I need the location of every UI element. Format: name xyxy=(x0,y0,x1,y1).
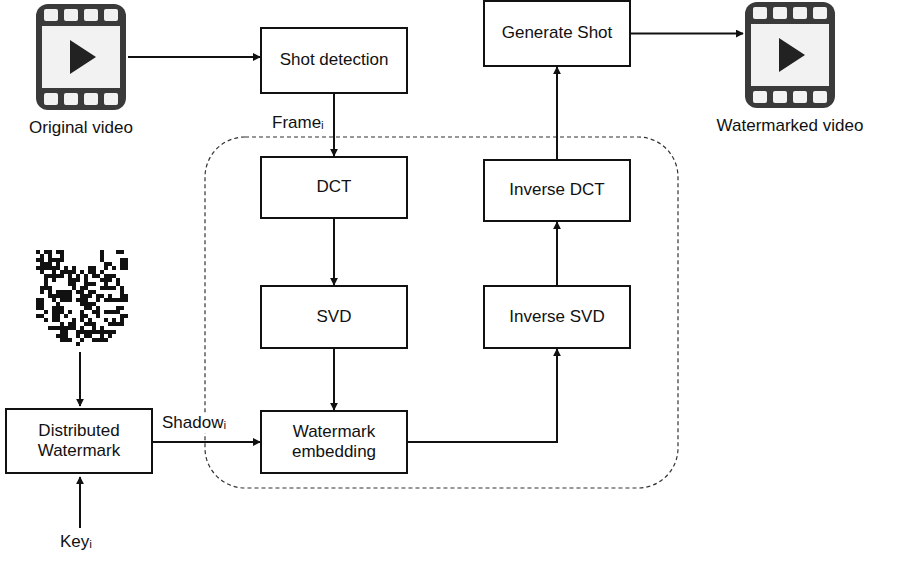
flow-arrow xyxy=(128,56,260,58)
box-label: Generate Shot xyxy=(502,23,613,43)
video-caption: Original video xyxy=(29,118,133,138)
process-box: Shot detection xyxy=(260,27,408,94)
flow-arrow xyxy=(333,349,335,410)
box-label: Inverse DCT xyxy=(509,180,604,200)
watermark-image xyxy=(36,250,128,346)
box-label: Shot detection xyxy=(280,50,389,70)
edge-label: Frameᵢ xyxy=(270,113,326,133)
key-label: Keyᵢ xyxy=(58,532,94,552)
box-label: DCT xyxy=(317,177,352,197)
box-label: Distributed Watermark xyxy=(15,421,143,462)
box-label: SVD xyxy=(317,307,352,327)
video-icon xyxy=(743,0,837,110)
image-arrow xyxy=(79,352,81,406)
flow-arrow xyxy=(153,441,260,443)
video-caption: Watermarked video xyxy=(717,116,864,136)
dashed-region xyxy=(205,137,678,488)
video-icon xyxy=(34,2,128,112)
process-box: Watermark embedding xyxy=(260,410,408,474)
process-box: SVD xyxy=(260,285,408,349)
process-box: DCT xyxy=(260,156,408,219)
video-icon-node: Original video xyxy=(5,2,157,138)
box-label: Inverse SVD xyxy=(509,307,604,327)
flow-arrow xyxy=(631,33,743,35)
flow-arrow xyxy=(556,222,558,285)
edge-label: Shadowᵢ xyxy=(160,413,228,433)
process-box: Inverse DCT xyxy=(483,159,631,222)
process-box: Inverse SVD xyxy=(483,285,631,349)
flow-arrow xyxy=(333,219,335,285)
flow-arrow xyxy=(333,94,335,156)
flow-arrow xyxy=(556,67,558,159)
process-box: Generate Shot xyxy=(483,0,631,67)
process-box: Distributed Watermark xyxy=(5,408,153,474)
flow-arrow xyxy=(408,349,557,442)
box-label: Watermark embedding xyxy=(270,422,398,463)
video-icon-node: Watermarked video xyxy=(712,0,868,136)
key-arrow xyxy=(79,477,81,528)
